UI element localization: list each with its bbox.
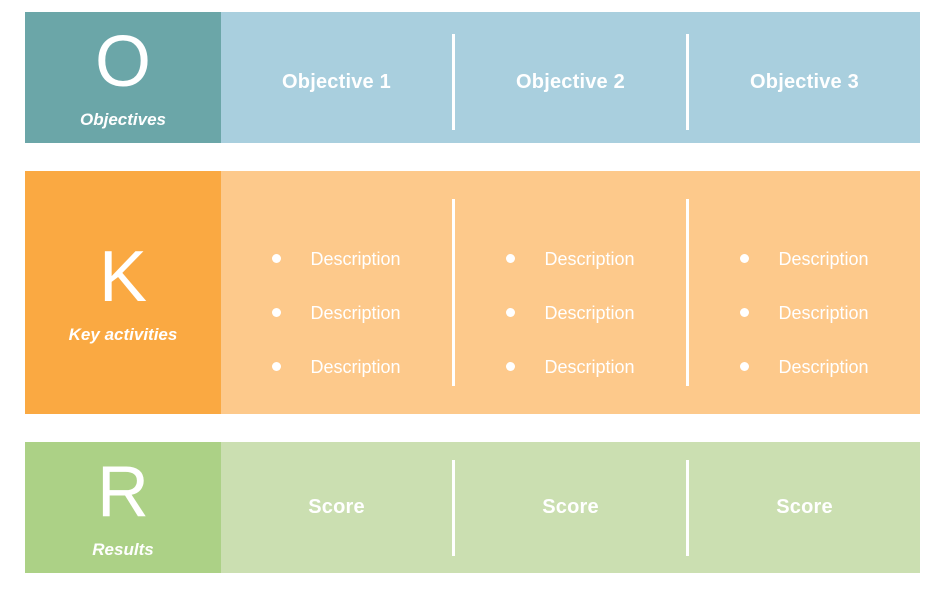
objective-1-cell: Objective 1 — [221, 21, 452, 143]
description-text: Description — [778, 302, 869, 323]
key-activities-letter: K — [98, 236, 148, 317]
bullet-icon — [740, 362, 750, 371]
objective-2-cell: Objective 2 — [455, 21, 686, 143]
bullet-icon — [272, 254, 282, 263]
column-divider — [686, 459, 689, 556]
objectives-label: Objectives — [80, 109, 166, 129]
objectives-panel: Objective 1 Objective 2 Objective 3 — [221, 12, 920, 143]
results-header-box: R Results — [25, 442, 221, 573]
column-divider — [452, 459, 455, 556]
results-panel: Score Score Score — [221, 442, 920, 573]
list-item: Description — [272, 354, 401, 380]
score-3-title: Score — [776, 496, 833, 518]
objective-2-title: Objective 2 — [516, 70, 625, 93]
list-item: Description — [740, 246, 869, 272]
list-item: Description — [506, 246, 635, 272]
results-row: R Results Score Score Score — [25, 442, 920, 573]
bullet-icon — [272, 362, 282, 371]
key-activities-column-2: Description Description Description — [455, 171, 686, 414]
bullet-icon — [506, 254, 516, 263]
list-item: Description — [740, 300, 869, 326]
key-activities-panel: Description Description Description Desc… — [221, 171, 920, 414]
list-item: Description — [272, 246, 401, 272]
list-item: Description — [506, 354, 635, 380]
column-divider — [686, 34, 689, 130]
list-item: Description — [506, 300, 635, 326]
description-text: Description — [544, 302, 635, 323]
description-text: Description — [310, 302, 401, 323]
key-activities-label: Key activities — [68, 324, 178, 344]
description-text: Description — [544, 248, 635, 269]
bullet-icon — [740, 308, 750, 317]
list-item: Description — [272, 300, 401, 326]
description-text: Description — [778, 248, 869, 269]
objective-3-cell: Objective 3 — [689, 21, 920, 143]
objectives-letter: O — [94, 21, 151, 102]
bullet-icon — [272, 308, 282, 317]
objectives-header-box: O Objectives — [25, 12, 221, 143]
column-divider — [452, 34, 455, 130]
description-text: Description — [310, 356, 401, 377]
column-divider — [686, 199, 689, 386]
bullet-icon — [506, 308, 516, 317]
score-1-cell: Score — [221, 442, 452, 573]
column-divider — [452, 199, 455, 386]
description-text: Description — [310, 248, 401, 269]
objective-1-title: Objective 1 — [282, 70, 391, 93]
objective-3-title: Objective 3 — [750, 70, 859, 93]
bullet-icon — [506, 362, 516, 371]
key-activities-row: K Key activities Description Description… — [25, 171, 920, 414]
score-1-title: Score — [308, 496, 365, 518]
score-2-title: Score — [542, 496, 599, 518]
key-activities-column-3: Description Description Description — [689, 171, 920, 414]
list-item: Description — [740, 354, 869, 380]
description-text: Description — [778, 356, 869, 377]
objectives-row: O Objectives Objective 1 Objective 2 Obj… — [25, 12, 920, 143]
key-activities-header-box: K Key activities — [25, 171, 221, 414]
description-text: Description — [544, 356, 635, 377]
results-letter: R — [97, 451, 149, 532]
score-2-cell: Score — [455, 442, 686, 573]
results-label: Results — [92, 539, 154, 559]
bullet-icon — [740, 254, 750, 263]
score-3-cell: Score — [689, 442, 920, 573]
key-activities-column-1: Description Description Description — [221, 171, 452, 414]
